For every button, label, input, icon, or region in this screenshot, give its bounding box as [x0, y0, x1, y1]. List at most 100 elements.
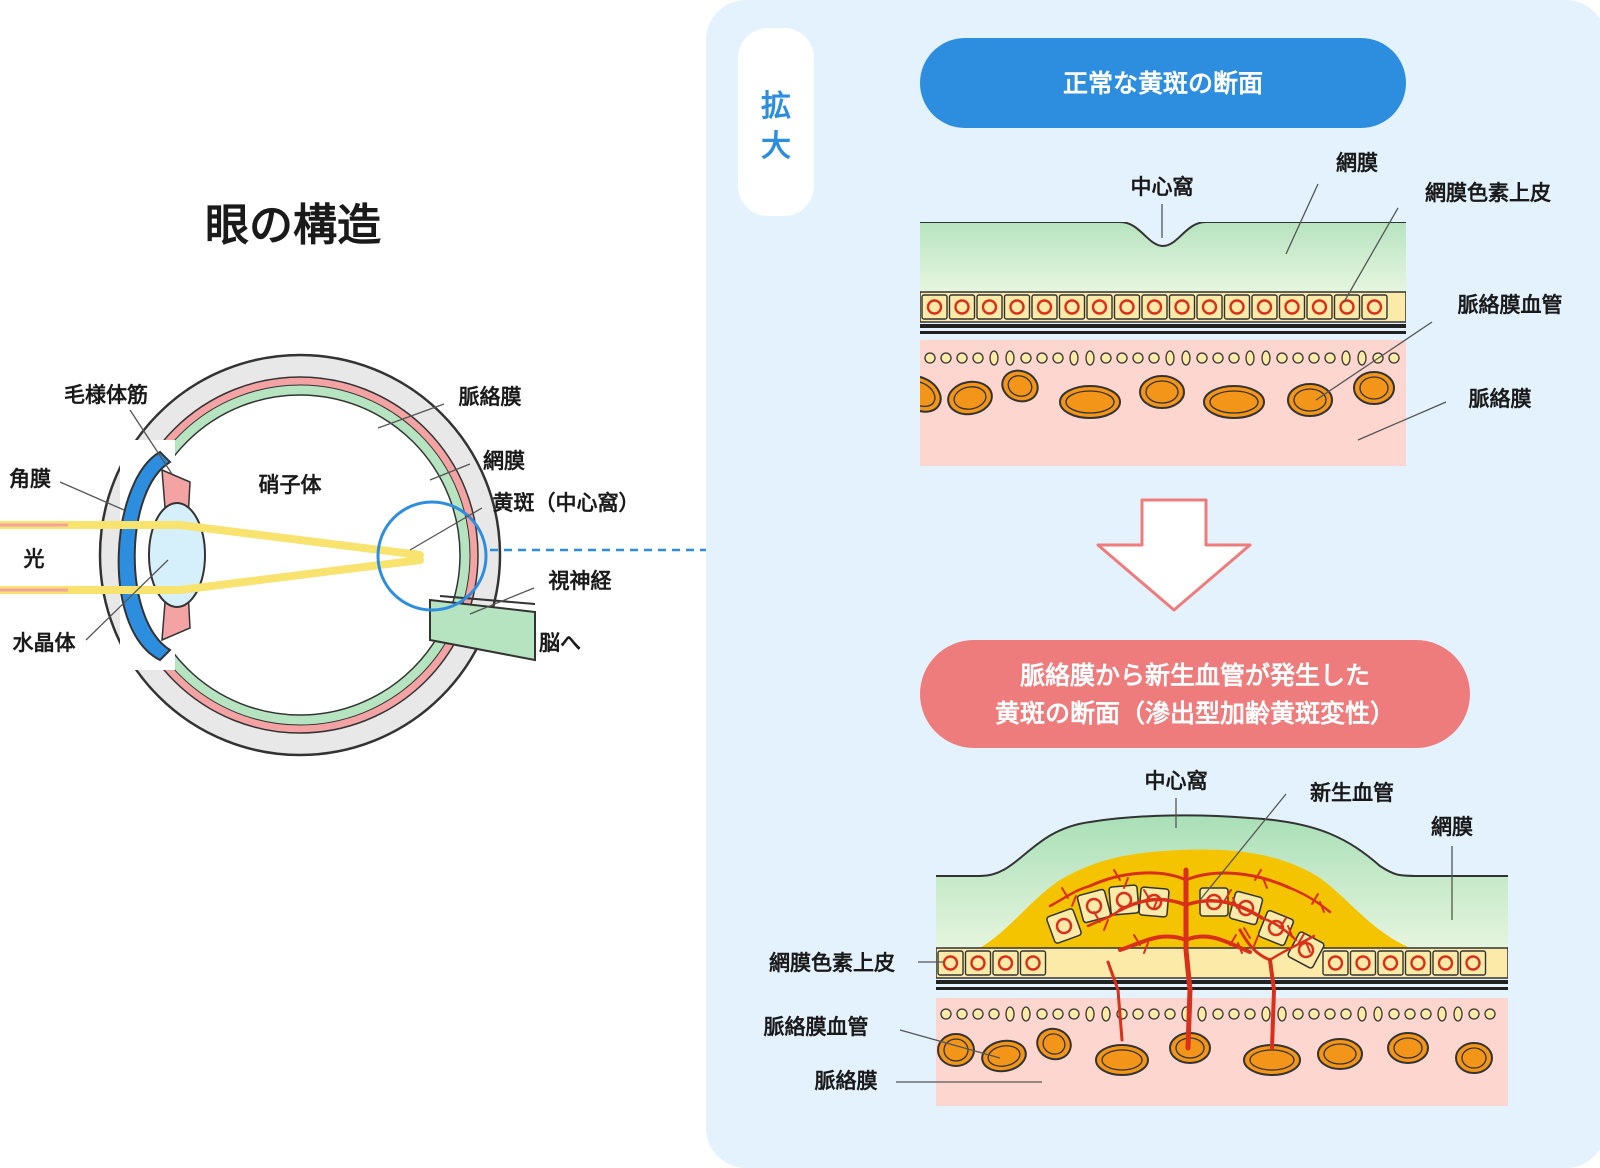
capillary [1228, 1008, 1240, 1020]
rpe-cell [1322, 950, 1349, 976]
amd-fovea-label: 中心窩 [1145, 769, 1208, 793]
capillary [1357, 350, 1367, 366]
choroid-vessel [920, 375, 942, 413]
normal-retina-label: 網膜 [1336, 151, 1378, 175]
neovessel-twig [1093, 911, 1109, 931]
capillary [1388, 352, 1400, 364]
amd-capillaries [940, 1006, 1496, 1022]
rpe-nucleus [1064, 299, 1080, 315]
neovessel-twig [1224, 889, 1238, 909]
choroid-vessel [1287, 383, 1333, 417]
rpe-cell [937, 950, 964, 976]
amd-rpe-cells [937, 950, 1487, 976]
rpe-nucleus [1327, 955, 1344, 971]
down-arrow [1096, 498, 1252, 612]
capillary [1212, 352, 1224, 364]
rpe-cell [992, 950, 1019, 976]
rpe-cell [1141, 294, 1168, 320]
capillary [1420, 1008, 1432, 1020]
vitreous-label: 硝子体 [259, 473, 323, 497]
eye-structure-title: 眼の構造 [205, 200, 381, 251]
capillary [1340, 1008, 1352, 1020]
capillary [1068, 1008, 1080, 1020]
vessel-wall [947, 380, 993, 416]
amd-labels: 中心窩 新生血管 網膜 網膜色素上皮 脈絡膜血管 脈絡膜 [764, 769, 1474, 1093]
choroid-vessel [937, 1033, 975, 1067]
normal-retina-layer [920, 222, 1406, 292]
lens-label: 水晶体 [13, 631, 77, 655]
retina-label: 網膜 [483, 449, 525, 473]
capillary [1197, 1006, 1207, 1022]
choroid-vessel [947, 380, 993, 416]
choroid-label: 脈絡膜 [459, 385, 522, 409]
capillary [940, 352, 952, 364]
cornea [117, 450, 172, 662]
ciliary-muscle-label: 毛様体筋 [64, 383, 148, 407]
optic-nerve [429, 598, 536, 662]
capillary [1484, 1008, 1496, 1020]
capillary [1164, 1008, 1176, 1020]
choroid-vessel [1059, 385, 1121, 419]
capillary [1148, 352, 1160, 364]
rpe-cell [948, 294, 976, 320]
capillary [1181, 350, 1191, 366]
rpe-nucleus [942, 955, 959, 971]
vessel-lumen [1145, 380, 1179, 404]
vessel-lumen [1042, 1033, 1066, 1055]
capillary [1052, 1008, 1064, 1020]
vessel-lumen [953, 386, 987, 410]
rpe-nucleus [997, 955, 1014, 971]
rpe-nucleus [1311, 299, 1328, 315]
capillary [956, 352, 968, 364]
rpe-cell [1003, 294, 1031, 320]
capillary [1085, 350, 1095, 366]
rpe-nucleus [1146, 299, 1163, 315]
rpe-nucleus [970, 955, 986, 971]
choroid-vessel [1001, 369, 1039, 403]
rpe-nucleus [1091, 299, 1108, 315]
rpe-cell [921, 294, 948, 320]
rpe-cell [1031, 294, 1058, 320]
capillary [1388, 1008, 1400, 1020]
capillary [972, 1008, 984, 1020]
capillary [989, 350, 999, 366]
normal-rpe-label: 網膜色素上皮 [1425, 181, 1551, 205]
capillary [988, 1008, 1000, 1020]
choroid-vessel [981, 1039, 1027, 1073]
choroid-vessel [1139, 375, 1185, 409]
amd-choroid-label: 脈絡膜 [815, 1069, 878, 1093]
eye-diagram [0, 353, 706, 757]
zoom-badge: 拡 大 [738, 28, 814, 216]
rpe-nucleus [1284, 299, 1300, 315]
capillary [1132, 1008, 1144, 1020]
rpe-nucleus [1355, 955, 1371, 971]
capillary [1020, 352, 1032, 364]
rpe-nucleus [1025, 955, 1041, 971]
capillary [1100, 352, 1112, 364]
light-label: 光 [23, 547, 45, 571]
capillary [1404, 1008, 1416, 1020]
capillary [1292, 352, 1304, 364]
choroid-vessel [1243, 1044, 1301, 1076]
capillary [1005, 350, 1015, 366]
to-brain-label: 脳へ [539, 631, 581, 655]
capillary [1373, 1006, 1383, 1022]
capillary [1069, 350, 1079, 366]
choroid-vessel [1095, 1044, 1149, 1076]
rpe-cell [1196, 294, 1223, 320]
vessel-lumen [1359, 376, 1389, 400]
rpe-cell [1459, 950, 1487, 976]
capillary [1196, 352, 1208, 364]
capillary [1005, 1006, 1015, 1022]
vessel-lumen [1209, 390, 1259, 414]
rpe-cell [1251, 294, 1278, 320]
choroid-vessel [1455, 1042, 1493, 1074]
capillary [1261, 1006, 1271, 1022]
rpe-cell [1333, 294, 1361, 320]
capillary [972, 352, 984, 364]
rpe-cell [1404, 950, 1432, 976]
choroid-vessel [1036, 1027, 1072, 1061]
amd-neovessel-label: 新生血管 [1310, 781, 1394, 805]
capillary [1357, 1006, 1367, 1022]
